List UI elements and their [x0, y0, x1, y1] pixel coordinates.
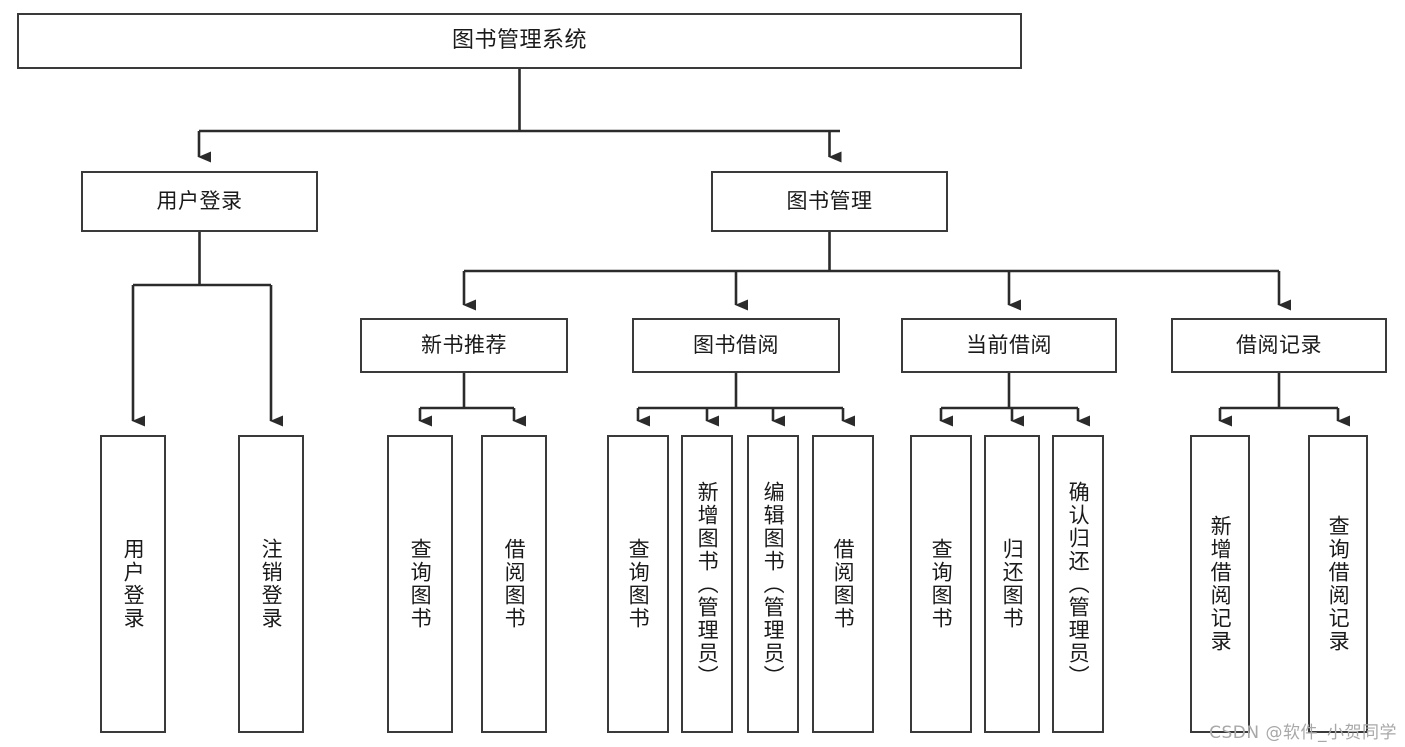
- node-leaf-user-login[interactable]: 用户登录: [100, 435, 166, 733]
- node-label: 归还图书: [1000, 538, 1025, 630]
- node-book-borrow[interactable]: 图书借阅: [632, 318, 840, 373]
- node-new-book-recommend[interactable]: 新书推荐: [360, 318, 568, 373]
- edge-bookborrow-to-leaves: [636, 373, 855, 427]
- node-book-management[interactable]: 图书管理: [711, 171, 948, 232]
- node-user-login[interactable]: 用户登录: [81, 171, 318, 232]
- node-leaf-logout[interactable]: 注销登录: [238, 435, 304, 733]
- node-leaf-query-book-current[interactable]: 查询图书: [910, 435, 972, 733]
- edge-bookmgmt-to-level2: [462, 232, 1291, 311]
- node-label: 编辑图书（管理员）: [761, 480, 786, 688]
- node-leaf-edit-book-admin[interactable]: 编辑图书（管理员）: [747, 435, 799, 733]
- node-leaf-query-borrow-record[interactable]: 查询借阅记录: [1308, 435, 1368, 733]
- node-leaf-add-book-admin[interactable]: 新增图书（管理员）: [681, 435, 733, 733]
- node-label: 新增图书（管理员）: [695, 480, 720, 688]
- node-leaf-query-book-borrow[interactable]: 查询图书: [607, 435, 669, 733]
- node-leaf-confirm-return-admin[interactable]: 确认归还（管理员）: [1052, 435, 1104, 733]
- node-label: 借阅记录: [1236, 333, 1322, 358]
- node-label: 借阅图书: [831, 538, 856, 630]
- node-label: 注销登录: [259, 538, 284, 630]
- node-current-borrow[interactable]: 当前借阅: [901, 318, 1117, 373]
- node-label: 当前借阅: [966, 333, 1052, 358]
- edge-root-to-level1: [197, 69, 842, 163]
- node-label: 用户登录: [121, 538, 146, 630]
- node-label: 查询图书: [929, 538, 954, 630]
- node-leaf-query-book-recommend[interactable]: 查询图书: [387, 435, 453, 733]
- edge-currentborrow-to-leaves: [939, 373, 1090, 427]
- node-leaf-add-borrow-record[interactable]: 新增借阅记录: [1190, 435, 1250, 733]
- node-leaf-borrow-book[interactable]: 借阅图书: [812, 435, 874, 733]
- watermark-text: CSDN @软件_小贺同学: [1209, 723, 1397, 743]
- node-label: 查询借阅记录: [1326, 515, 1351, 653]
- node-label: 确认归还（管理员）: [1066, 480, 1091, 688]
- edge-borrowrecords-to-leaves: [1218, 373, 1350, 427]
- node-label: 借阅图书: [502, 538, 527, 630]
- node-leaf-return-book[interactable]: 归还图书: [984, 435, 1040, 733]
- node-label: 图书管理系统: [451, 28, 587, 54]
- node-label: 新书推荐: [421, 333, 507, 358]
- node-leaf-borrow-book-recommend[interactable]: 借阅图书: [481, 435, 547, 733]
- node-label: 新增借阅记录: [1208, 515, 1233, 653]
- edge-recommend-to-leaves: [418, 373, 526, 427]
- node-label: 用户登录: [156, 189, 243, 214]
- node-label: 图书借阅: [693, 333, 779, 358]
- node-label: 查询图书: [626, 538, 651, 630]
- node-root-book-management-system[interactable]: 图书管理系统: [17, 13, 1022, 69]
- node-borrow-records[interactable]: 借阅记录: [1171, 318, 1387, 373]
- node-label: 查询图书: [408, 538, 433, 630]
- node-label: 图书管理: [786, 189, 873, 214]
- edge-userlogin-to-leaves: [131, 232, 283, 427]
